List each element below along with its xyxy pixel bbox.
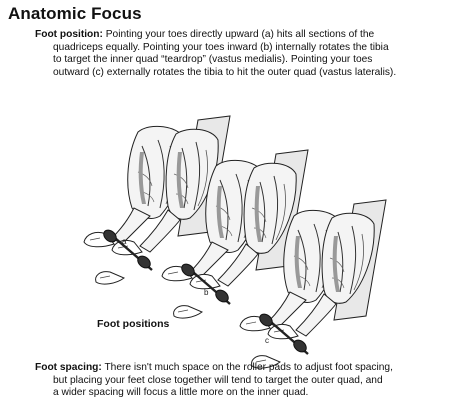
panel-label-a: a [122,237,127,246]
page-title: Anatomic Focus [8,4,142,23]
foot-spacing-paragraph: Foot spacing: There isn't much space on … [35,362,449,400]
foot-spacing-line-3: a wider spacing will focus a little more… [53,387,309,399]
foot-position-paragraph: Foot position: Pointing your toes direct… [35,29,449,79]
figure-caption: Foot positions [97,318,170,330]
foot-position-line-3: to target the inner quad “teardrop” (vas… [53,54,373,66]
panel-label-c: c [265,336,269,345]
foot-spacing-label: Foot spacing: [35,362,102,373]
foot-spacing-line-2: but placing your feet close together wil… [53,374,383,386]
panel-label-b: b [204,288,209,297]
foot-position-line-2: quadriceps equally. Pointing your toes i… [53,41,389,53]
foot-spacing-text-1: There isn't much space on the roller pad… [104,362,393,373]
foot-position-text-1: Pointing your toes directly upward (a) h… [105,29,375,40]
foot-position-line-1: Foot position: Pointing your toes direct… [35,29,449,42]
foot-spacing-line-1: Foot spacing: There isn't much space on … [35,362,449,375]
foot-position-label: Foot position: [35,29,103,40]
foot-position-line-4: outward (c) externally rotates the tibia… [53,66,397,78]
